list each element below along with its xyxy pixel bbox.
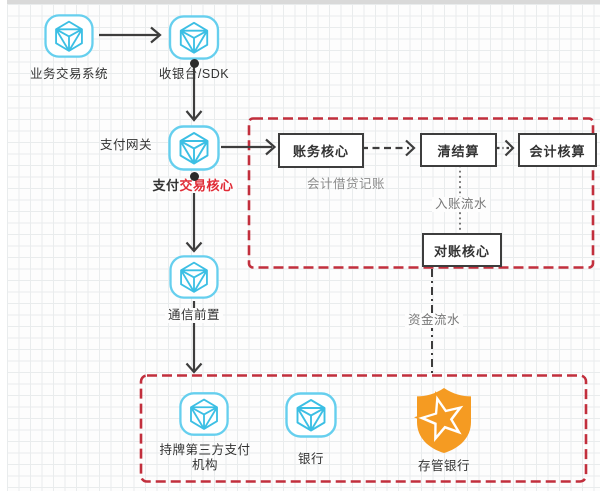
arrowhead-business-to-cashier [150, 26, 162, 44]
label-payment-core-highlight: 交易核心 [179, 178, 234, 193]
arrowhead-ledger-to-clearing [405, 139, 416, 157]
label-payment-core-plain: 支付 [152, 178, 180, 193]
cube-icon [44, 14, 94, 58]
shield-star-icon [414, 388, 471, 453]
box-clearing[interactable]: 清结算 [420, 133, 497, 167]
label-business-system: 业务交易系统 [29, 67, 109, 81]
label-payment-gateway: 支付网关 [99, 138, 153, 152]
node-third-party-payment[interactable] [178, 389, 230, 439]
cube-icon [168, 125, 220, 171]
label-third-party-payment: 持牌第三方支付 机构 [159, 443, 250, 473]
label-incoming-flow: 入账流水 [431, 197, 491, 212]
arrowhead-payment-core-to-comm-front [185, 241, 203, 253]
node-payment-core[interactable] [167, 124, 221, 172]
note-bookkeeping: 会计借贷记账 [306, 177, 386, 191]
label-funds-flow: 资金流水 [404, 313, 464, 328]
connector-dot-cashier[interactable] [189, 58, 199, 68]
cube-icon [285, 392, 337, 438]
label-comm-front: 通信前置 [164, 308, 224, 323]
cube-icon [169, 255, 219, 299]
label-third-party-line1: 持牌第三方支付 [159, 443, 251, 457]
node-cashier-sdk[interactable] [167, 14, 221, 61]
node-custodian-bank[interactable] [413, 386, 477, 456]
label-bank: 银行 [297, 452, 325, 466]
label-third-party-line2: 机构 [191, 458, 219, 472]
top-edge-strip [0, 0, 600, 4]
box-recon-core-label: 对账核心 [433, 243, 490, 259]
arrowhead-clearing-to-accounting [504, 139, 515, 157]
arrowhead-payment-core-to-ledger [265, 138, 277, 156]
box-ledger-core[interactable]: 账务核心 [278, 133, 364, 168]
cube-icon [179, 392, 229, 436]
node-bank[interactable] [284, 391, 338, 439]
label-custodian-bank: 存管银行 [417, 459, 471, 473]
left-margin [0, 0, 7, 491]
connector-dot-payment-core[interactable] [189, 172, 199, 181]
node-business-system[interactable] [42, 13, 96, 59]
label-cashier-sdk: 收银台/SDK [158, 67, 230, 81]
label-payment-core: 支付交易核心 [149, 178, 237, 193]
box-accounting-label: 会计核算 [529, 143, 586, 159]
box-recon-core[interactable]: 对账核心 [422, 233, 502, 267]
external-channels-group-frame[interactable] [139, 374, 588, 483]
box-accounting[interactable]: 会计核算 [518, 133, 597, 167]
cube-icon [168, 15, 220, 60]
arrowhead-cashier-to-payment-core [185, 110, 203, 122]
accounting-group-frame[interactable] [247, 117, 595, 269]
node-comm-front[interactable] [167, 254, 221, 300]
box-clearing-label: 清结算 [437, 143, 480, 159]
arrowhead-comm-front-to-channels [185, 362, 203, 374]
box-ledger-core-label: 账务核心 [292, 144, 349, 159]
